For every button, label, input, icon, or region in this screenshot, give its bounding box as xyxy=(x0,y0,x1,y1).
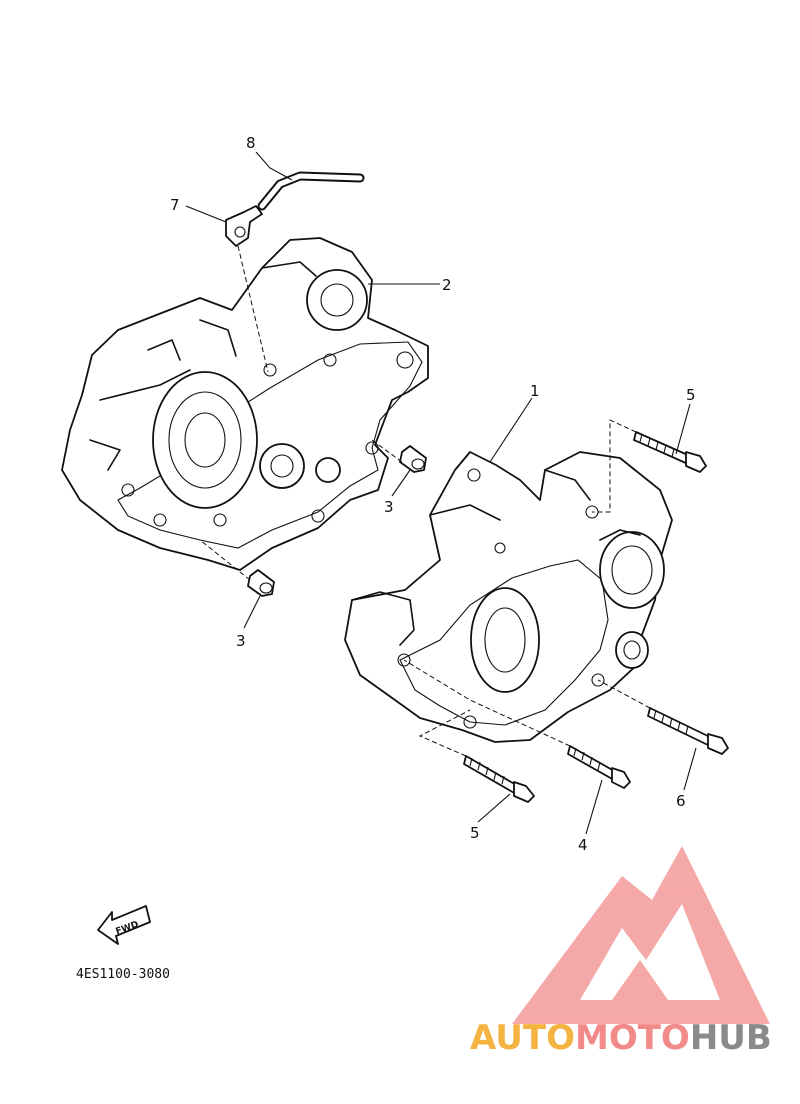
watermark-logo-icon xyxy=(512,846,770,1024)
callout-1: 1 xyxy=(530,382,540,400)
right-crankcase xyxy=(344,451,673,743)
callout-7: 7 xyxy=(170,196,180,214)
watermark-auto: AUTO xyxy=(470,1018,575,1058)
watermark-hub: HUB xyxy=(689,1018,772,1058)
left-crankcase xyxy=(61,237,429,571)
watermark-text: AUTOMOTOHUB xyxy=(470,1018,772,1058)
callout-3-lower: 3 xyxy=(236,632,246,650)
watermark-moto: MOTO xyxy=(574,1018,690,1058)
elbow-fitting-part-7 xyxy=(225,205,263,247)
bolt-part-5-upper xyxy=(633,431,707,473)
bolt-part-6 xyxy=(647,707,729,755)
diagram-code: 4ES1100-3080 xyxy=(76,967,170,982)
dowel-pin-part-3-lower xyxy=(247,569,275,597)
callout-5-upper: 5 xyxy=(686,386,696,404)
bolt-part-5-lower xyxy=(463,755,535,803)
callout-8: 8 xyxy=(246,134,256,152)
callout-6: 6 xyxy=(676,792,686,810)
fwd-arrow-icon: FWD xyxy=(97,905,151,945)
callout-4: 4 xyxy=(578,836,588,854)
bolt-part-4 xyxy=(567,745,631,789)
callout-5-lower: 5 xyxy=(470,824,480,842)
callout-3-upper: 3 xyxy=(384,498,394,516)
callout-2: 2 xyxy=(442,276,452,294)
dowel-pin-part-3-upper xyxy=(399,445,427,473)
